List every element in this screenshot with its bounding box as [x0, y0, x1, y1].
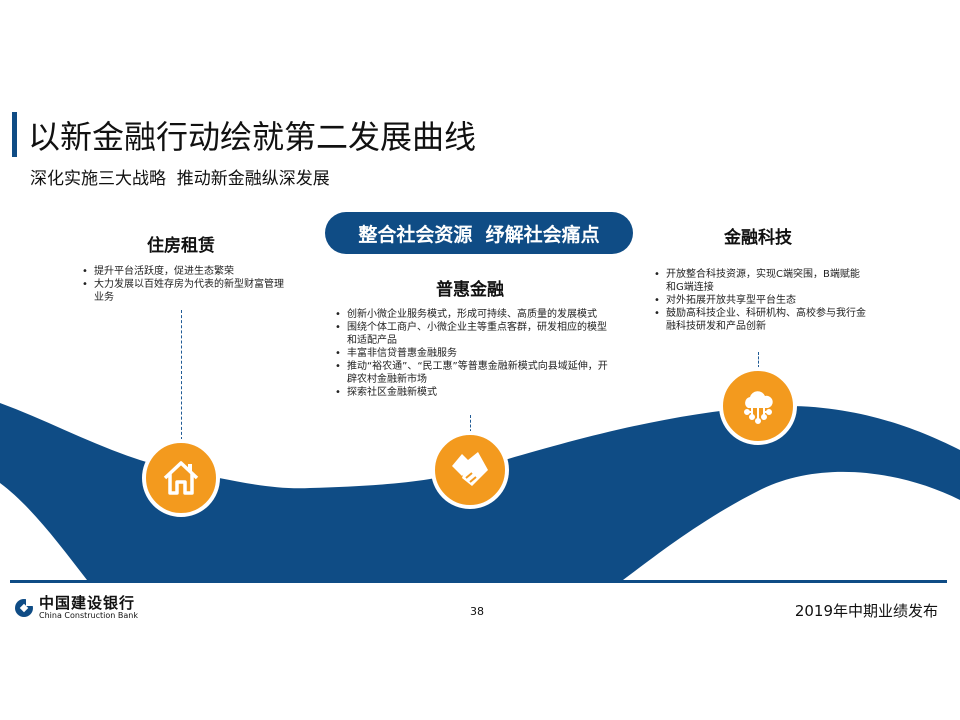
dashed-connector [758, 352, 759, 368]
bullet: 提升平台活跃度，促进生态繁荣 [80, 265, 285, 278]
ccb-logo-icon [15, 598, 34, 617]
bullet: 推动“裕农通”、“民工惠”等普惠金融新模式向县域延伸，开辟农村金融新市场 [333, 360, 613, 386]
bullet: 丰富非信贷普惠金融服务 [333, 347, 613, 360]
handshake-icon [431, 431, 509, 509]
ccb-logo: 中国建设银行 China Construction Bank [14, 596, 138, 620]
bullet: 创新小微企业服务模式，形成可持续、高质量的发展模式 [333, 308, 613, 321]
heading-housing-rental: 住房租赁 [147, 236, 215, 256]
title-accent-bar [12, 112, 17, 157]
page-number: 38 [470, 605, 484, 618]
bullet: 大力发展以百姓存房为代表的新型财富管理业务 [80, 278, 285, 304]
bullet: 开放整合科技资源，实现C端突围，B端赋能和G端连接 [652, 268, 867, 294]
page-title: 以新金融行动绘就第二发展曲线 [28, 118, 477, 156]
dashed-connector [470, 415, 471, 437]
bullet: 对外拓展开放共享型平台生态 [652, 294, 867, 307]
logo-text-cn: 中国建设银行 [39, 594, 136, 612]
page-subtitle: 深化实施三大战略 推动新金融纵深发展 [30, 169, 330, 189]
logo-text-en: China Construction Bank [39, 611, 138, 620]
report-name: 2019年中期业绩发布 [794, 602, 938, 620]
fintech-bullets: 开放整合科技资源，实现C端突围，B端赋能和G端连接 对外拓展开放共享型平台生态 … [652, 268, 867, 333]
heading-fintech: 金融科技 [724, 228, 792, 248]
housing-bullets: 提升平台活跃度，促进生态繁荣 大力发展以百姓存房为代表的新型财富管理业务 [80, 265, 285, 304]
bullet: 鼓励高科技企业、科研机构、高校参与我行金融科技研发和产品创新 [652, 307, 867, 333]
bullet: 探索社区金融新模式 [333, 386, 613, 399]
inclusive-bullets: 创新小微企业服务模式，形成可持续、高质量的发展模式 围绕个体工商户、小微企业主等… [333, 308, 613, 399]
footer-divider [10, 580, 947, 583]
house-icon [142, 439, 220, 517]
dashed-connector [181, 310, 182, 440]
cloud-network-icon [719, 367, 797, 445]
heading-inclusive-finance: 普惠金融 [436, 280, 504, 300]
banner-pill: 整合社会资源 纾解社会痛点 [325, 212, 633, 254]
bullet: 围绕个体工商户、小微企业主等重点客群，研发相应的模型和适配产品 [333, 321, 613, 347]
